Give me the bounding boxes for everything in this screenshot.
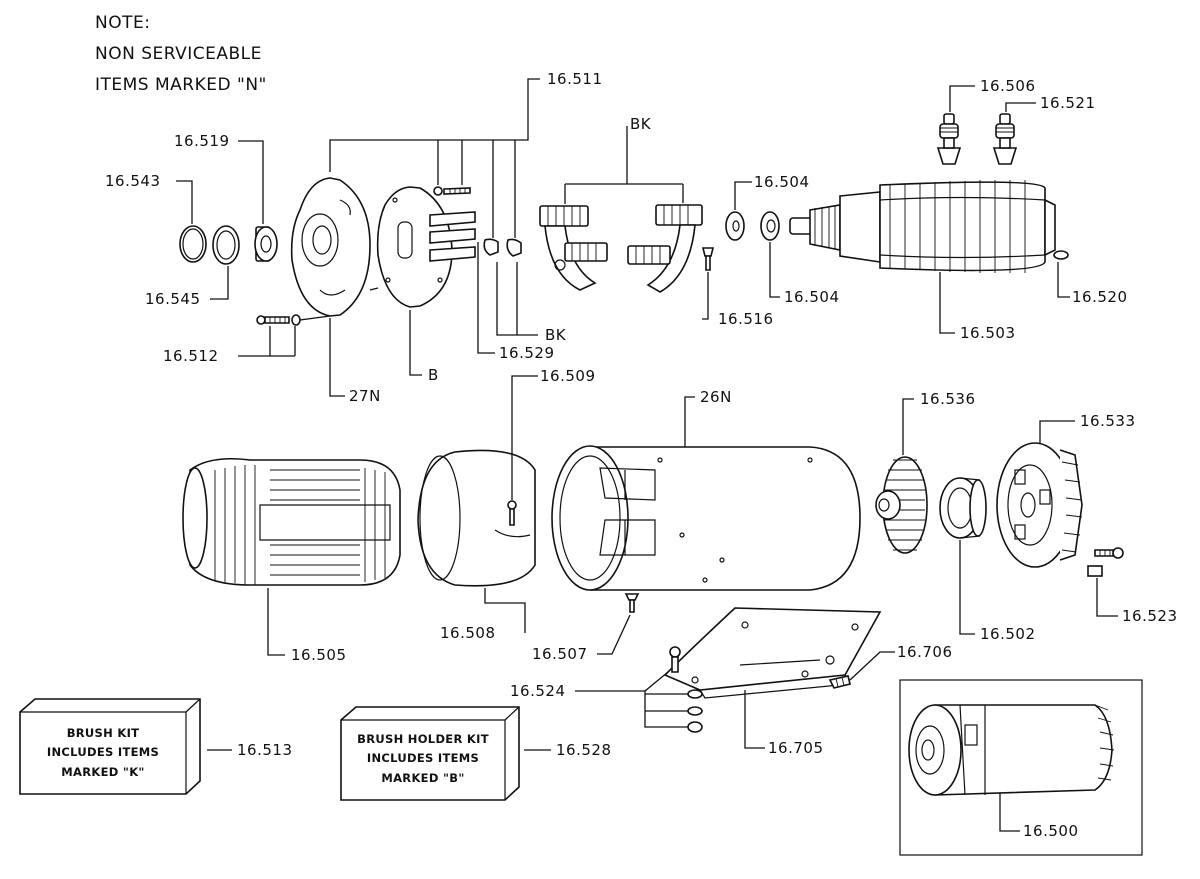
screw-16-511 [433,186,471,196]
brush-holder-plate [376,186,476,308]
label-16-512: 16.512 [163,347,219,365]
washer-16-545 [212,225,240,265]
brush-kit-box: BRUSH KIT INCLUDES ITEMS MARKED "K" [19,698,201,795]
screw-16-523 [1087,547,1124,577]
label-16-504-bottom: 16.504 [784,288,840,306]
label-16-533: 16.533 [1080,412,1136,430]
brush-holder-kit-line3: MARKED "B" [381,771,464,785]
terminal-16-506 [936,113,962,165]
brush-holder-kit-line1: BRUSH HOLDER KIT [357,732,489,746]
label-16-513: 16.513 [237,741,293,759]
label-16-523: 16.523 [1122,607,1178,625]
band-16-508 [417,449,536,587]
ring-16-543 [179,225,207,263]
screw-16-507 [624,593,640,613]
note-line-items-marked: ITEMS MARKED "N" [95,75,267,95]
note-line-non-serviceable: NON SERVICEABLE [95,44,262,64]
label-16-504-top: 16.504 [754,173,810,191]
screw-16-512 [256,314,301,326]
terminal-16-521 [992,113,1018,165]
label-16-536: 16.536 [920,390,976,408]
end-cover-27n [290,177,371,317]
label-16-502: 16.502 [980,625,1036,643]
label-26n: 26N [700,388,732,406]
brush-holder-kit-line2: INCLUDES ITEMS [367,751,479,765]
label-16-529: 16.529 [499,344,555,362]
note-title: NOTE: [95,13,151,33]
label-16-503: 16.503 [960,324,1016,342]
brush-kit-line2: INCLUDES ITEMS [47,745,159,759]
label-16-508: 16.508 [440,624,496,642]
label-16-545: 16.545 [145,290,201,308]
label-16-509: 16.509 [540,367,596,385]
washer-16-504-a [725,211,745,241]
label-16-500: 16.500 [1023,822,1079,840]
label-16-505: 16.505 [291,646,347,664]
brush-holder-kit-box: BRUSH HOLDER KIT INCLUDES ITEMS MARKED "… [340,706,520,801]
brush-kit-line3: MARKED "K" [61,765,144,779]
part-labels: 16.511 16.506 16.521 16.519 16.543 BK 16… [105,70,1178,840]
bearing-16-502 [939,477,987,539]
end-head-16-533 [996,442,1083,568]
label-bk-bottom: BK [545,326,567,344]
screw-16-516 [701,247,715,271]
label-16-706: 16.706 [897,643,953,661]
brush-assembly-left [539,205,608,291]
hardware-16-524 [669,646,703,733]
brush-assembly-right [627,204,703,293]
label-16-705: 16.705 [768,739,824,757]
brush-kit-line1: BRUSH KIT [67,726,140,740]
label-27n: 27N [349,387,381,405]
label-16-507: 16.507 [532,645,588,663]
label-16-520: 16.520 [1072,288,1128,306]
label-16-519: 16.519 [174,132,230,150]
label-16-524: 16.524 [510,682,566,700]
leader-lines [176,78,1118,832]
housing-26n [551,445,861,591]
label-16-528: 16.528 [556,741,612,759]
label-16-543: 16.543 [105,172,161,190]
label-16-511: 16.511 [547,70,603,88]
assembled-view-frame [899,679,1143,856]
screw-16-706 [828,675,851,689]
field-coil-16-505 [182,457,401,586]
clip-16-529 [483,238,522,257]
label-bk-top: BK [630,115,652,133]
gear-16-536 [875,456,928,554]
label-b: B [428,366,439,384]
bearing-16-519 [254,226,278,262]
armature-16-503 [789,180,1056,273]
screw-16-509 [507,500,517,526]
label-16-506: 16.506 [980,77,1036,95]
label-16-521: 16.521 [1040,94,1096,112]
label-16-516: 16.516 [718,310,774,328]
pin-16-520 [1053,250,1069,260]
washer-16-504-b [760,211,780,241]
